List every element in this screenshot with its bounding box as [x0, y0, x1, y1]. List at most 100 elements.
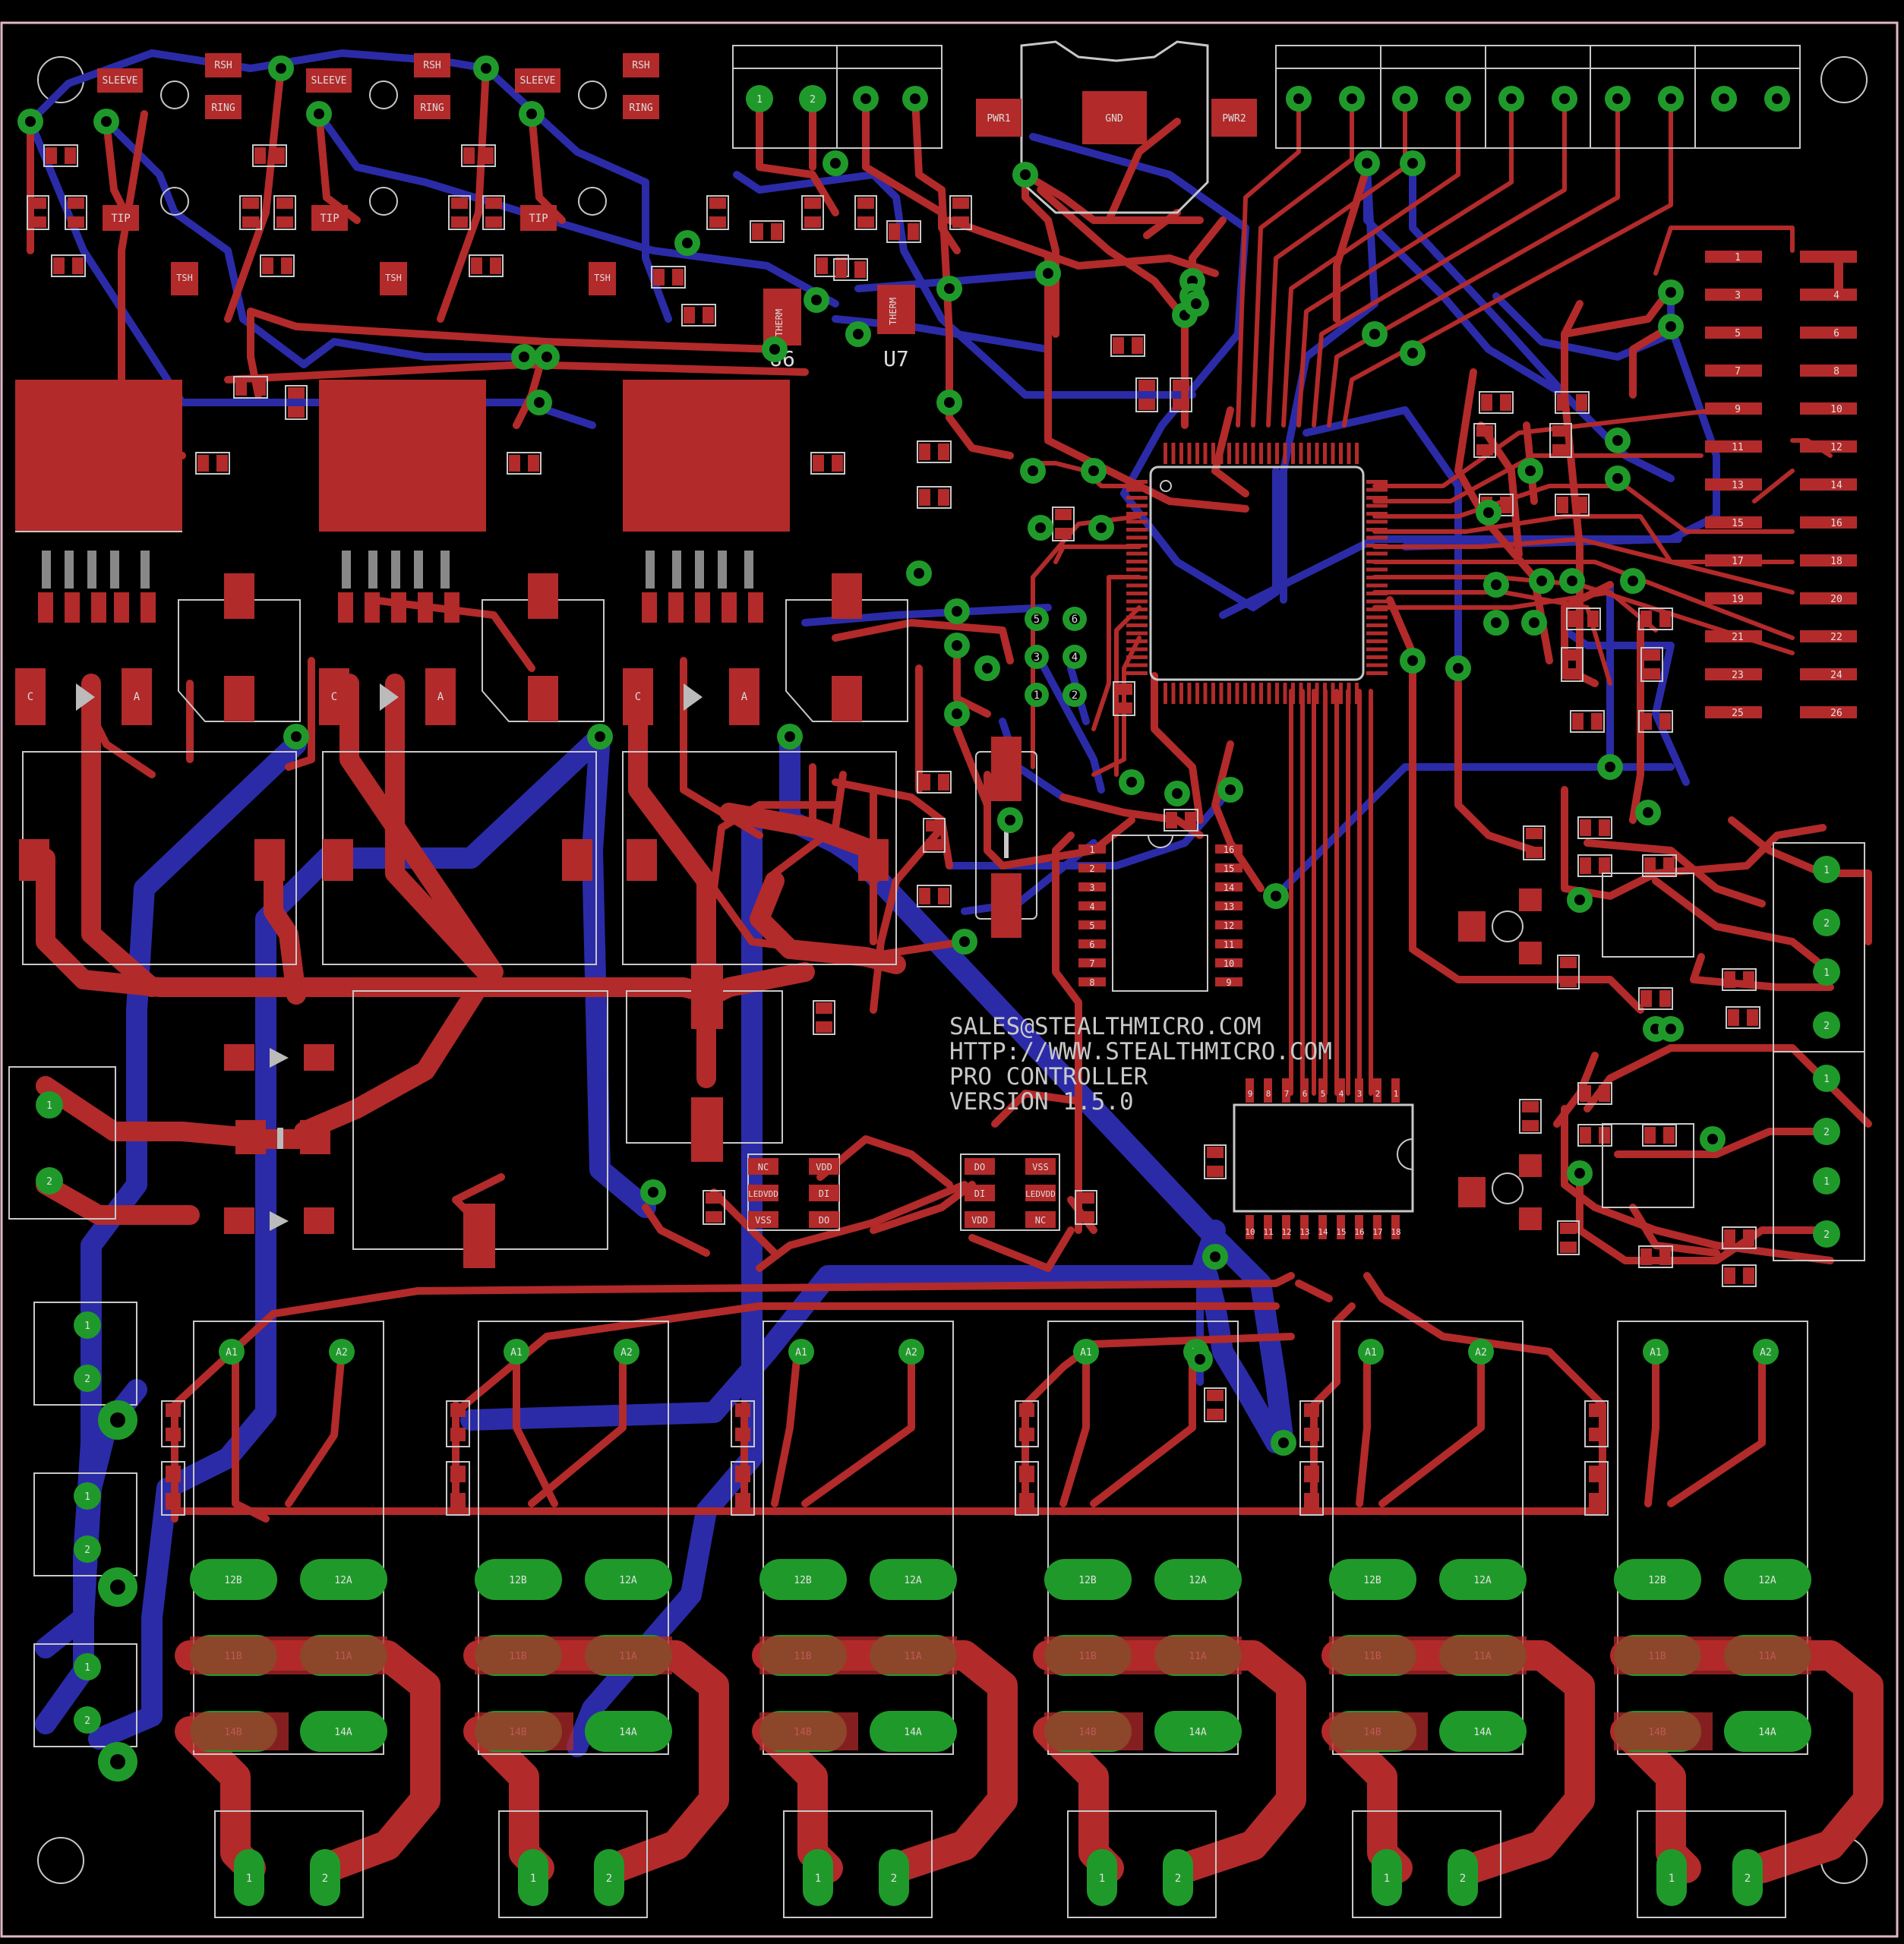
dip-pin-label: 13 [1224, 901, 1234, 912]
qfp-pin [1366, 544, 1388, 548]
soic-pad [1373, 1078, 1381, 1103]
via-hole [1347, 93, 1357, 104]
header-pad [1705, 668, 1762, 680]
soic-pin-label: 15 [1336, 1227, 1346, 1237]
qfp-pin [1291, 683, 1295, 704]
relay-coil-pad [329, 1339, 355, 1365]
terminal-pad-label: 1 [84, 1491, 90, 1503]
jack1-rsh-label: RSH [214, 60, 232, 71]
qfp-pin [1366, 488, 1388, 492]
qfp-pin [1355, 443, 1359, 464]
relay-contact-label: 14A [904, 1727, 922, 1738]
relay-coil-label: A1 [1080, 1347, 1092, 1359]
header-pin-label: 21 [1732, 632, 1744, 643]
terminal-pad-label: 2 [1823, 918, 1830, 929]
relay-coil-pad [504, 1339, 529, 1365]
header-pad [1705, 402, 1762, 415]
qfp-pin [1227, 683, 1231, 704]
mount-hole [110, 1412, 125, 1428]
via-hole [276, 63, 286, 74]
header-pad [1705, 478, 1762, 491]
terminal-pad-label: 2 [84, 1374, 90, 1385]
header-pin-label: 26 [1830, 708, 1842, 719]
relay-contact-label: 12A [619, 1575, 637, 1586]
qfp-pin [1299, 443, 1303, 464]
led-b-vdd: VDD [971, 1215, 988, 1226]
output-terminal-pad [234, 1849, 264, 1906]
header-pad [1800, 364, 1857, 377]
silk-version: VERSION 1.5.0 [949, 1088, 1134, 1116]
output-terminal-label: 1 [1384, 1873, 1390, 1885]
via-hole [1559, 93, 1570, 104]
via-hole [1643, 807, 1653, 818]
diode3-c-label: C [635, 691, 641, 703]
qfp-pin [1339, 443, 1343, 464]
rgb-led-a: NC VDD LEDVDD DI VSS DO [747, 1153, 840, 1231]
qfp-pin [1126, 599, 1148, 604]
via-hole [1666, 93, 1676, 104]
qfp-pin [1126, 576, 1148, 579]
terminal-pad [1813, 856, 1840, 883]
qfp-pin [1171, 683, 1176, 704]
soic-pad [1391, 1078, 1400, 1103]
qfp-pin [1366, 608, 1388, 611]
relay-contact-pad [585, 1711, 672, 1752]
qfp-pin [1366, 623, 1388, 627]
via-hole [785, 731, 795, 742]
soic-pin-label: 11 [1263, 1227, 1273, 1237]
dip-pin-label: 6 [1089, 939, 1094, 950]
relay-contact-pad [1044, 1559, 1132, 1600]
dip-pin-label: 14 [1224, 882, 1234, 893]
relay-6: A1A212B12A11B11A14B14A [1614, 1321, 1811, 1755]
qfp-pin [1315, 683, 1319, 704]
soic-pad [1282, 1215, 1290, 1239]
terminal-pad-label: 1 [1823, 1176, 1830, 1188]
terminal-pad-label: 2 [810, 94, 816, 106]
via-hole [481, 63, 491, 74]
relay-contact-label: 12B [224, 1575, 242, 1586]
qfp-pin [1126, 560, 1148, 563]
via-hole [1191, 298, 1201, 309]
diode1-a-label: A [134, 691, 141, 703]
terminal-pad-label: 2 [84, 1715, 90, 1727]
relay-drivers [161, 1400, 1609, 1516]
relay-contact-pad [759, 1559, 847, 1600]
relay-coil-pad [1643, 1339, 1669, 1365]
qfp-pin [1126, 583, 1148, 588]
battery-gnd-label: GND [1105, 113, 1123, 125]
via-hole [1210, 1251, 1220, 1262]
qfp-pin [1251, 443, 1255, 464]
resistor-pad [166, 1466, 181, 1482]
relay-contact-pad [475, 1559, 562, 1600]
relay-5: A1A212B12A11B11A14B14A [1329, 1321, 1527, 1755]
terminal-pad-label: 1 [84, 1321, 90, 1332]
led-b-nc: NC [1035, 1215, 1046, 1226]
via-hole [910, 93, 920, 104]
via-hole [1605, 762, 1615, 772]
qfp-pin [1323, 683, 1327, 704]
qfp-pin [1126, 528, 1148, 532]
silk-product: PRO CONTROLLER [949, 1063, 1148, 1090]
soic-pin-label: 6 [1302, 1089, 1308, 1099]
output-terminal-pad [1732, 1849, 1763, 1906]
header-pin-label: 4 [1833, 290, 1839, 301]
qfp-pin [1299, 683, 1303, 704]
qfp-pin [1203, 683, 1208, 704]
output-terminal [1637, 1810, 1786, 1918]
relay-coil-label: A2 [1475, 1347, 1487, 1359]
via-hole [1536, 576, 1547, 586]
qfp-pin [1126, 480, 1148, 484]
qfp-pin [1291, 443, 1295, 464]
qfp-pin [1251, 683, 1255, 704]
header-pin-label: 25 [1732, 708, 1744, 719]
header-pin-label: 23 [1732, 670, 1744, 681]
relay-bridge-trace [475, 1712, 573, 1750]
resistor-pad [450, 1493, 466, 1510]
relay-outline [1332, 1321, 1524, 1755]
led-a-nc: NC [758, 1162, 769, 1172]
qfp-pin [1366, 528, 1388, 532]
qfp-pin [1164, 683, 1167, 704]
soic-pin-label: 10 [1245, 1227, 1255, 1237]
output-terminal-pad [879, 1849, 909, 1906]
